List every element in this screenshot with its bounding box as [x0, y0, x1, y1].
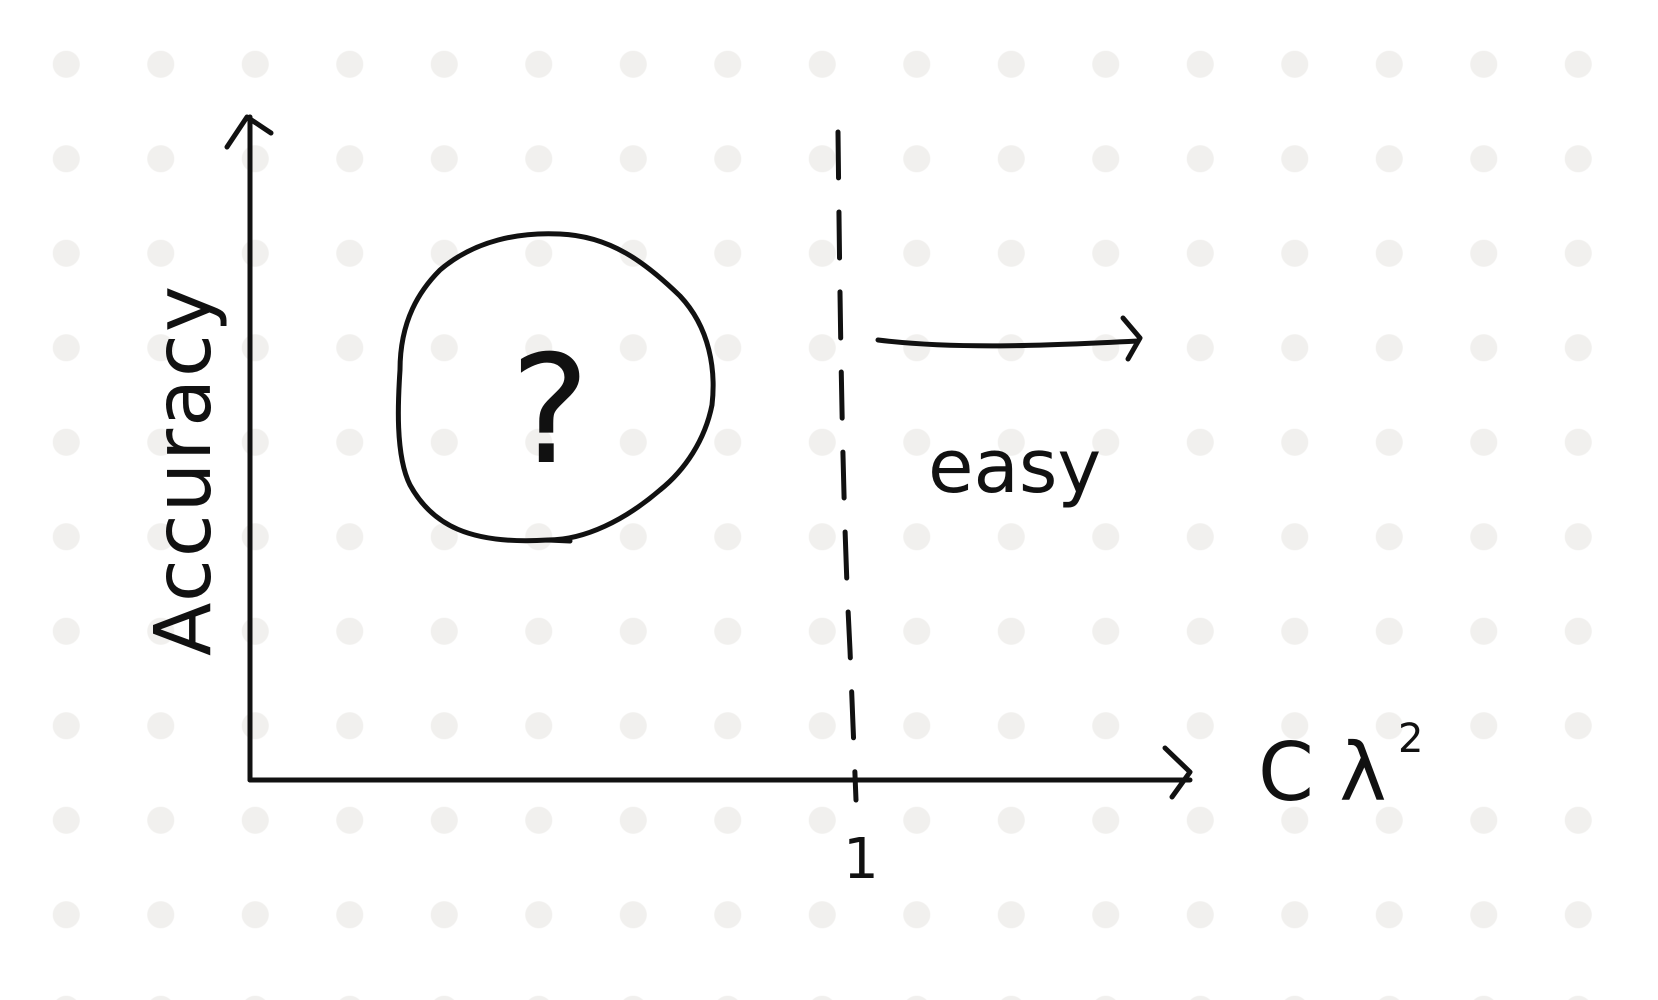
easy-region-arrowhead: [1120, 315, 1143, 362]
unknown-region-circle: [395, 231, 716, 544]
x-axis-arrowhead: [1162, 745, 1193, 800]
threshold-dashed-line: [835, 129, 859, 803]
question-mark-symbol: ?: [510, 324, 590, 498]
x-axis-tick-label: 1: [843, 827, 879, 892]
easy-region-arrow-line: [875, 337, 1141, 349]
easy-region-label: easy: [928, 424, 1101, 510]
x-axis-superscript: 2: [1398, 716, 1423, 762]
y-axis-label: Accuracy: [139, 284, 229, 656]
y-axis-arrowhead: [224, 114, 274, 150]
x-axis-label: C λ: [1258, 726, 1387, 819]
